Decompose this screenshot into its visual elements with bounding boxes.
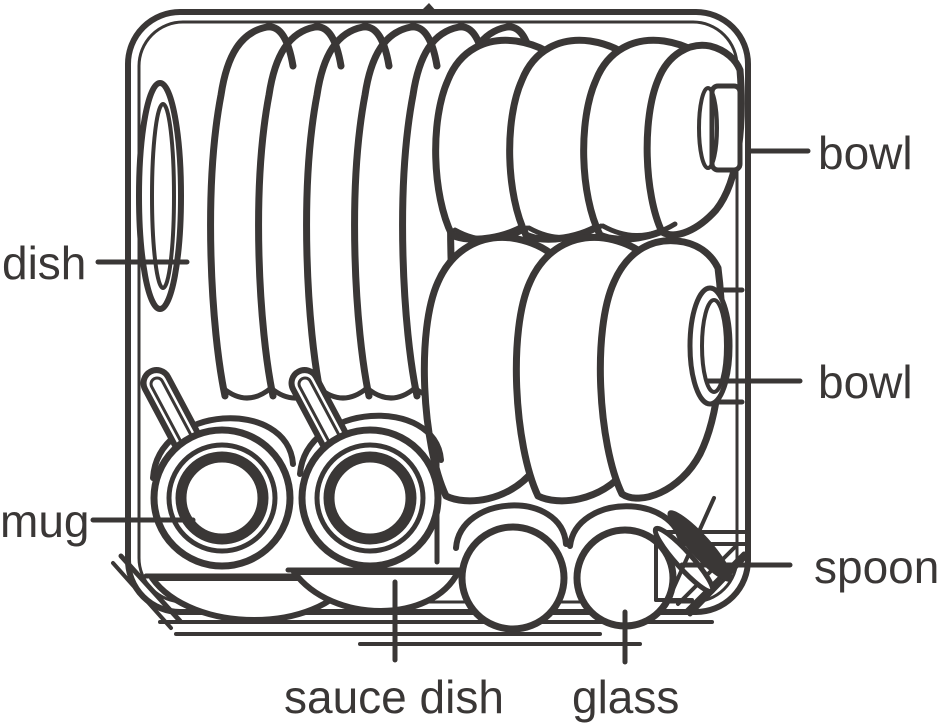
glass-left	[458, 523, 568, 633]
label-bowl-top: bowl	[818, 127, 913, 179]
label-dish: dish	[2, 237, 87, 289]
mug-right	[298, 426, 442, 570]
label-glass: glass	[572, 671, 680, 723]
glasses	[453, 502, 685, 633]
bowl-rim	[687, 285, 733, 407]
edge-on-plate	[136, 80, 184, 312]
sauce-dishes	[143, 567, 465, 623]
label-spoon: spoon	[814, 541, 940, 593]
bowl-row-middle	[420, 233, 745, 565]
mug-left	[150, 426, 294, 570]
label-mug: mug	[0, 495, 90, 547]
leader-lines	[90, 143, 811, 665]
mugs	[140, 367, 444, 570]
label-bowl-middle: bowl	[818, 356, 913, 408]
label-sauce-dish: sauce dish	[284, 671, 504, 723]
top-clip	[420, 3, 437, 12]
bowl-row-top	[432, 36, 745, 243]
bowl-foot	[709, 83, 743, 173]
